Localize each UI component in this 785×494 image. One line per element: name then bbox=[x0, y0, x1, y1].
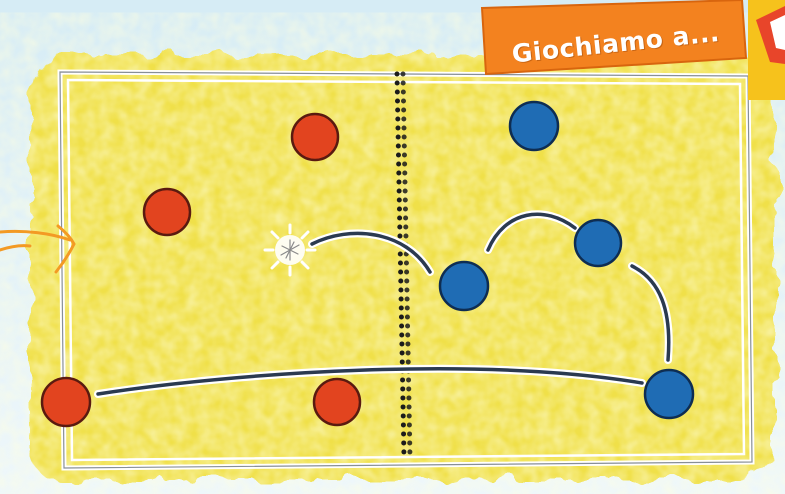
ball-icon bbox=[265, 225, 315, 275]
corner-sign-icon bbox=[748, 0, 785, 100]
red-player bbox=[314, 379, 360, 425]
blue-player bbox=[645, 370, 693, 418]
red-player bbox=[292, 114, 338, 160]
red-player bbox=[144, 189, 190, 235]
red-player bbox=[42, 378, 90, 426]
blue-player bbox=[440, 262, 488, 310]
blue-player bbox=[510, 102, 558, 150]
blue-player bbox=[575, 220, 621, 266]
